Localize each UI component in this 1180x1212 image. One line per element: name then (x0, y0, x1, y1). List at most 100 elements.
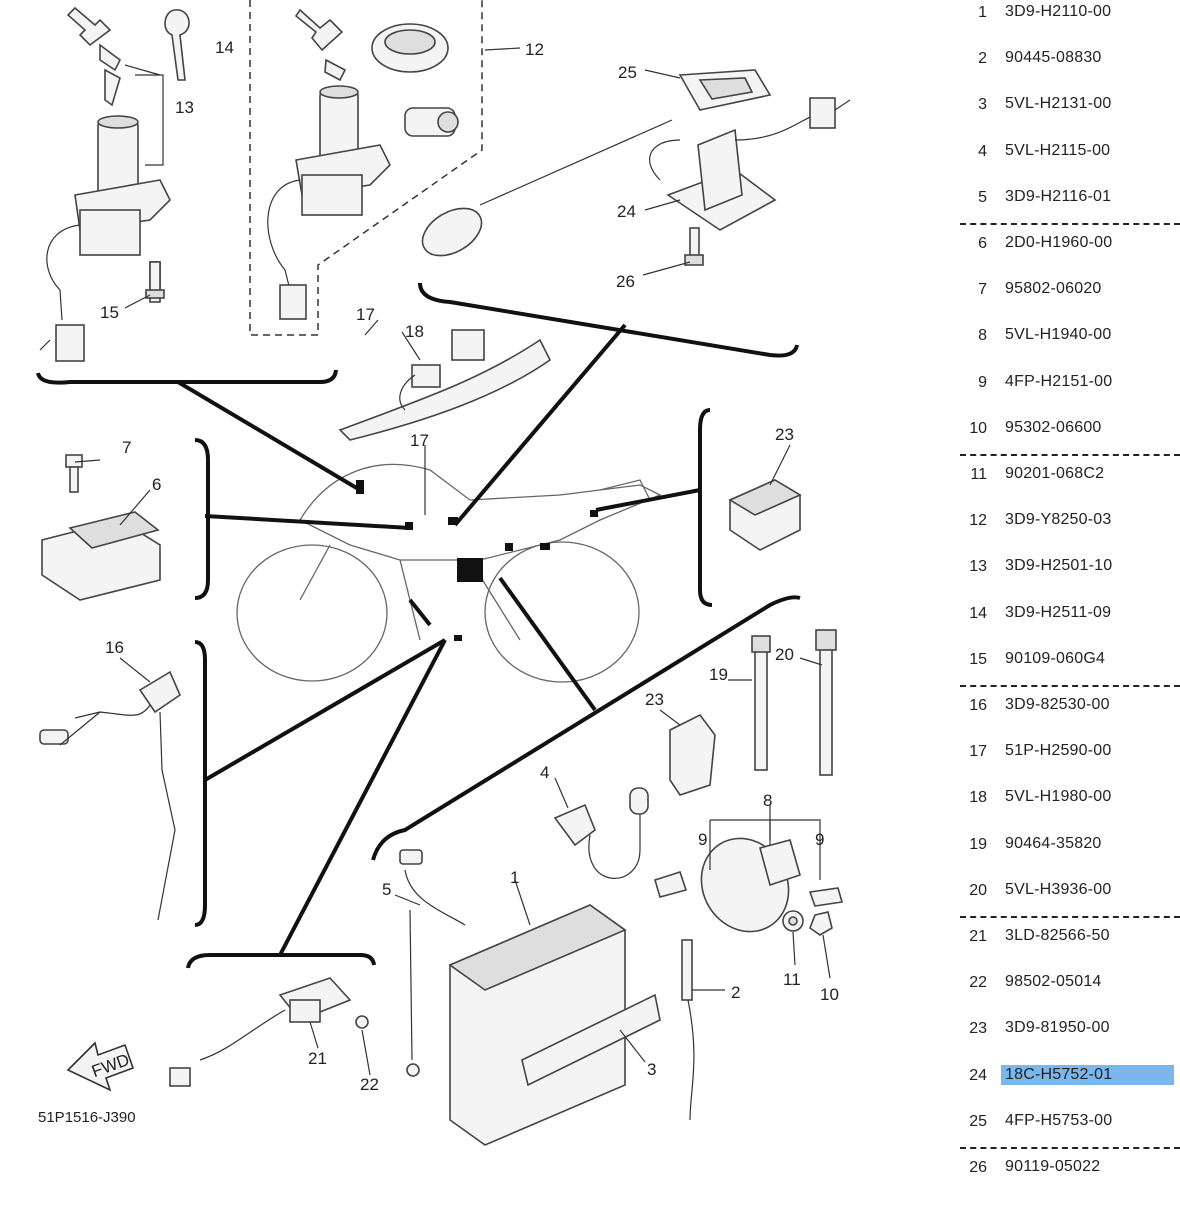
parts-row[interactable]: 18 5VL-H1980-00 (955, 787, 1180, 833)
parts-row[interactable]: 7 95802-06020 (955, 279, 1180, 325)
parts-row[interactable]: 17 51P-H2590-00 (955, 741, 1180, 787)
group-divider (960, 1147, 1180, 1149)
parts-row[interactable]: 22 98502-05014 (955, 972, 1180, 1018)
fuel-sender-24-25-26 (421, 69, 851, 266)
parts-row-number: 12 (969, 512, 987, 530)
parts-row[interactable]: 2 90445-08830 (955, 48, 1180, 94)
callout-11: 11 (783, 970, 801, 989)
parts-row-number: 8 (978, 327, 987, 345)
connector-23-upper (728, 479, 802, 551)
parts-row-part-number[interactable]: 90445-08830 (1005, 49, 1102, 67)
battery-1-2-3-5 (399, 849, 695, 1146)
callout-5: 5 (382, 880, 391, 899)
parts-row-number: 3 (978, 96, 987, 114)
parts-row[interactable]: 25 4FP-H5753-00 (955, 1111, 1180, 1157)
starter-relay-8-9-10-11 (654, 819, 844, 936)
callout-9a: 9 (698, 830, 707, 849)
parts-row[interactable]: 12 3D9-Y8250-03 (955, 510, 1180, 556)
parts-row-number: 6 (978, 235, 987, 252)
parts-row-number: 9 (978, 373, 987, 391)
parts-row-part-number[interactable]: 90119-05022 (1005, 1158, 1101, 1175)
parts-row-number: 26 (969, 1159, 987, 1176)
parts-row-part-number[interactable]: 3D9-81950-00 (1005, 1019, 1110, 1037)
parts-row-part-number[interactable]: 3D9-82530-00 (1005, 696, 1110, 713)
parts-row-number: 22 (969, 974, 987, 992)
parts-row-part-number[interactable]: 5VL-H2115-00 (1005, 141, 1111, 159)
harness-connectors (356, 480, 598, 641)
parts-row-part-number[interactable]: 95302-06600 (1005, 418, 1102, 436)
parts-row-part-number[interactable]: 3D9-H2116-01 (1005, 187, 1112, 205)
callout-7: 7 (122, 438, 131, 457)
parts-row[interactable]: 8 5VL-H1940-00 (955, 325, 1180, 371)
parts-row-number: 2 (978, 50, 987, 68)
parts-row-part-number[interactable]: 2D0-H1960-00 (1005, 234, 1113, 251)
callout-17a: 17 (356, 305, 375, 324)
parts-row[interactable]: 6 2D0-H1960-00 (955, 233, 1180, 279)
battery-wire-4 (553, 787, 649, 879)
parts-row-part-number[interactable]: 5VL-H1940-00 (1005, 326, 1112, 344)
parts-row-part-number[interactable]: 95802-06020 (1005, 280, 1102, 298)
group-divider (960, 223, 1180, 225)
parts-row-part-number[interactable]: 18C-H5752-01 (1001, 1064, 1174, 1085)
callout-22: 22 (360, 1075, 379, 1094)
parts-row-part-number[interactable]: 4FP-H2151-00 (1005, 372, 1113, 390)
cable-ties-19-20 (751, 629, 837, 776)
parts-row-number: 25 (969, 1112, 987, 1130)
diagram-canvas: FWD 51P1516-J390 1 2 3 4 5 (36, 0, 851, 1146)
parts-row-part-number[interactable]: 98502-05014 (1005, 973, 1102, 991)
parts-row-part-number[interactable]: 5VL-H1980-00 (1005, 788, 1112, 806)
rectifier-6-7 (41, 454, 161, 601)
callout-18: 18 (405, 322, 424, 341)
callout-23a: 23 (775, 425, 794, 444)
group-divider (960, 685, 1180, 687)
callout-10: 10 (820, 985, 839, 1004)
parts-row-part-number[interactable]: 90201-068C2 (1005, 465, 1105, 482)
parts-row-part-number[interactable]: 5VL-H3936-00 (1005, 880, 1112, 898)
parts-row-part-number[interactable]: 3D9-H2511-09 (1005, 603, 1112, 621)
bolt-15 (145, 261, 165, 303)
callout-25: 25 (618, 63, 637, 82)
parts-row-number: 18 (969, 789, 987, 807)
parts-row-part-number[interactable]: 90464-35820 (1005, 834, 1102, 852)
parts-row-part-number[interactable]: 4FP-H5753-00 (1005, 1111, 1113, 1129)
parts-row-part-number[interactable]: 5VL-H2131-00 (1005, 95, 1112, 113)
motorcycle-outline (236, 463, 662, 683)
group-divider (960, 454, 1180, 456)
callout-24: 24 (617, 202, 636, 221)
callout-2: 2 (731, 983, 740, 1002)
parts-row[interactable]: 20 5VL-H3936-00 (955, 880, 1180, 926)
parts-row-part-number[interactable]: 3D9-Y8250-03 (1005, 511, 1112, 529)
connector-lines (36, 282, 801, 969)
parts-row-number: 7 (978, 281, 987, 299)
callout-3: 3 (647, 1060, 656, 1079)
parts-row-part-number[interactable]: 51P-H2590-00 (1005, 742, 1112, 760)
parts-row-number: 20 (969, 881, 987, 899)
parts-row-number: 17 (969, 743, 987, 761)
brake-switch-21-22 (169, 977, 369, 1087)
parts-row-part-number[interactable]: 3D9-H2501-10 (1005, 557, 1113, 575)
callout-15: 15 (100, 303, 119, 322)
parts-row-part-number[interactable]: 3D9-H2110-00 (1005, 3, 1112, 20)
parts-row[interactable]: 3 5VL-H2131-00 (955, 94, 1180, 140)
parts-row[interactable]: 26 90119-05022 (955, 1157, 1180, 1203)
callout-21: 21 (308, 1049, 327, 1068)
parts-row-part-number[interactable]: 90109-060G4 (1005, 649, 1106, 667)
ignition-set-box (249, 0, 483, 336)
parts-row[interactable]: 9 4FP-H2151-00 (955, 372, 1180, 418)
relay-17-18 (338, 329, 552, 441)
callout-leaders (74, 47, 831, 1076)
parts-row-part-number[interactable]: 3LD-82566-50 (1005, 927, 1110, 944)
